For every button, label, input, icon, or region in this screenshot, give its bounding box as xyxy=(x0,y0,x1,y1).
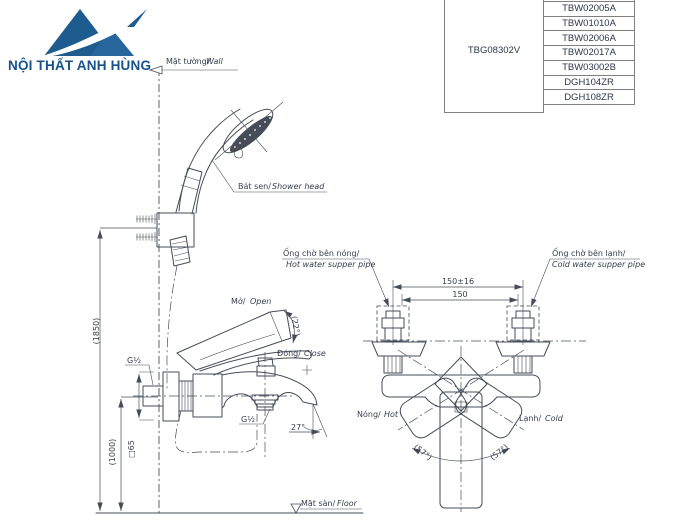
hot-label: Nóng/ Hot xyxy=(357,409,399,419)
svg-text:Close: Close xyxy=(304,349,326,358)
svg-text:Open: Open xyxy=(250,297,271,306)
cold-label: Lạnh/ Cold xyxy=(519,414,564,424)
dim-150-tol: 150±16 xyxy=(393,277,523,290)
accessory-code-column: TBW01008A TBW02005A TBW01010A TBW02006A … xyxy=(543,0,635,113)
svg-text:□65: □65 xyxy=(127,440,136,458)
svg-text:(57°): (57°) xyxy=(488,443,510,463)
g-half-wall-label: G½ xyxy=(125,356,154,386)
svg-text:Wall: Wall xyxy=(206,57,224,66)
mixer-front-view: (57°) (57°) xyxy=(363,280,586,512)
svg-text:27°: 27° xyxy=(291,423,305,432)
cold-supply-fitting xyxy=(495,280,551,374)
svg-text:Ống chờ bên nóng/: Ống chờ bên nóng/ xyxy=(283,246,360,258)
dim-square65: □65 xyxy=(127,371,154,458)
svg-text:(22°): (22°) xyxy=(289,315,301,337)
wall-arrow-icon xyxy=(148,65,163,75)
close-label: Đóng/ Close xyxy=(277,348,326,358)
svg-text:Ống chờ bên lạnh/: Ống chờ bên lạnh/ xyxy=(552,246,626,259)
diverter-knob xyxy=(256,357,276,377)
anh-hung-logo-icon xyxy=(36,8,147,58)
svg-text:G½: G½ xyxy=(127,356,141,365)
hose-coil-icon xyxy=(169,235,191,267)
brand-logo: NỘI THẤT ANH HÙNG xyxy=(8,6,168,80)
table-row: DGH108ZR xyxy=(543,89,635,105)
wall-screws-icon xyxy=(136,214,157,242)
wall-label: Mặt tường/ Wall xyxy=(148,56,238,75)
svg-text:Cold water supper pipe: Cold water supper pipe xyxy=(552,260,645,269)
dim-27deg: 27° xyxy=(289,403,328,439)
svg-text:Hot water supper pipe: Hot water supper pipe xyxy=(286,260,375,269)
svg-text:Mặt tường/: Mặt tường/ xyxy=(166,56,210,67)
svg-text:Shower head: Shower head xyxy=(272,182,325,191)
svg-text:Cold: Cold xyxy=(545,414,564,423)
brand-name: NỘI THẤT ANH HÙNG xyxy=(8,58,152,73)
svg-text:(1850): (1850) xyxy=(92,318,101,345)
svg-text:(1000): (1000) xyxy=(108,439,117,466)
floor-marker-icon xyxy=(290,503,302,514)
spout xyxy=(221,371,318,409)
svg-text:150: 150 xyxy=(452,290,467,299)
floor-label: Mặt sàn/ Floor xyxy=(290,499,362,514)
svg-text:Hot: Hot xyxy=(384,410,399,419)
cold-pipe-label: Ống chờ bên lạnh/ Cold water supper pipe xyxy=(530,246,645,308)
shower-bracket xyxy=(136,167,203,390)
shower-head-label: Bát sen/ Shower head xyxy=(211,159,327,193)
dim-1850: (1850) xyxy=(92,227,157,511)
svg-text:Mở/: Mở/ xyxy=(231,296,246,306)
g-half-outlet-label: G½ xyxy=(239,408,271,425)
knurled-nut-icon xyxy=(178,380,194,412)
handle-positions xyxy=(397,349,525,509)
shower-head xyxy=(178,101,284,214)
svg-text:Floor: Floor xyxy=(337,499,358,508)
hot-supply-fitting xyxy=(371,280,427,374)
mixer-side-view xyxy=(133,309,318,458)
hot-pipe-label: Ống chờ bên nóng/ Hot water supper pipe xyxy=(282,246,390,308)
product-code-table: TBG08302V TBW01008A TBW02005A TBW01010A … xyxy=(444,0,635,113)
svg-text:Nóng/: Nóng/ xyxy=(357,409,381,419)
svg-text:Bát sen/: Bát sen/ xyxy=(238,182,271,191)
svg-text:Mặt sàn/: Mặt sàn/ xyxy=(301,499,336,509)
shower-outlet xyxy=(251,394,279,411)
model-code-cell: TBG08302V xyxy=(444,0,544,113)
open-label: Mở/ Open xyxy=(231,296,271,306)
svg-text:(57°): (57°) xyxy=(412,443,434,463)
svg-text:Đóng/: Đóng/ xyxy=(277,348,301,358)
svg-text:150±16: 150±16 xyxy=(442,277,474,286)
svg-text:G½: G½ xyxy=(241,415,255,424)
mixer-body xyxy=(381,374,541,408)
spray-holes-icon xyxy=(234,117,271,148)
svg-text:Lạnh/: Lạnh/ xyxy=(519,414,542,424)
dim-150: 150 xyxy=(401,290,519,306)
dim-22deg: (22°) xyxy=(283,310,302,344)
